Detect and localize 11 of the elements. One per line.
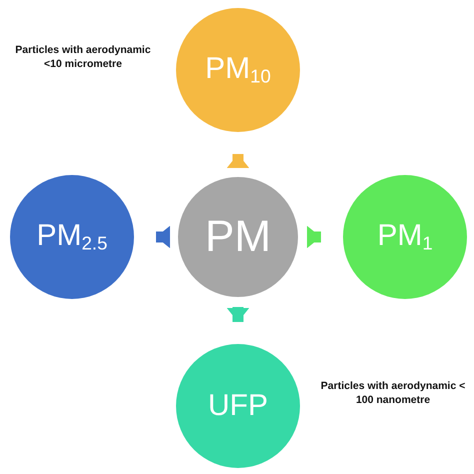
node-label: PM xyxy=(205,215,271,259)
block-arrow xyxy=(226,307,250,322)
node-label: PM$_{10}$ xyxy=(205,54,271,86)
node-label: UFP xyxy=(208,391,268,421)
node-label: PM$_{1}$ xyxy=(377,220,433,254)
description-text: Particles with aerodynamic < 100 nanometre xyxy=(320,380,466,408)
block-arrow xyxy=(226,154,250,168)
block-arrow xyxy=(156,226,170,248)
block-arrow xyxy=(307,226,321,248)
node-label: PM$_{2.5}$ xyxy=(36,220,108,254)
description-text: Particles with aerodynamic <10 micrometre xyxy=(14,44,152,72)
